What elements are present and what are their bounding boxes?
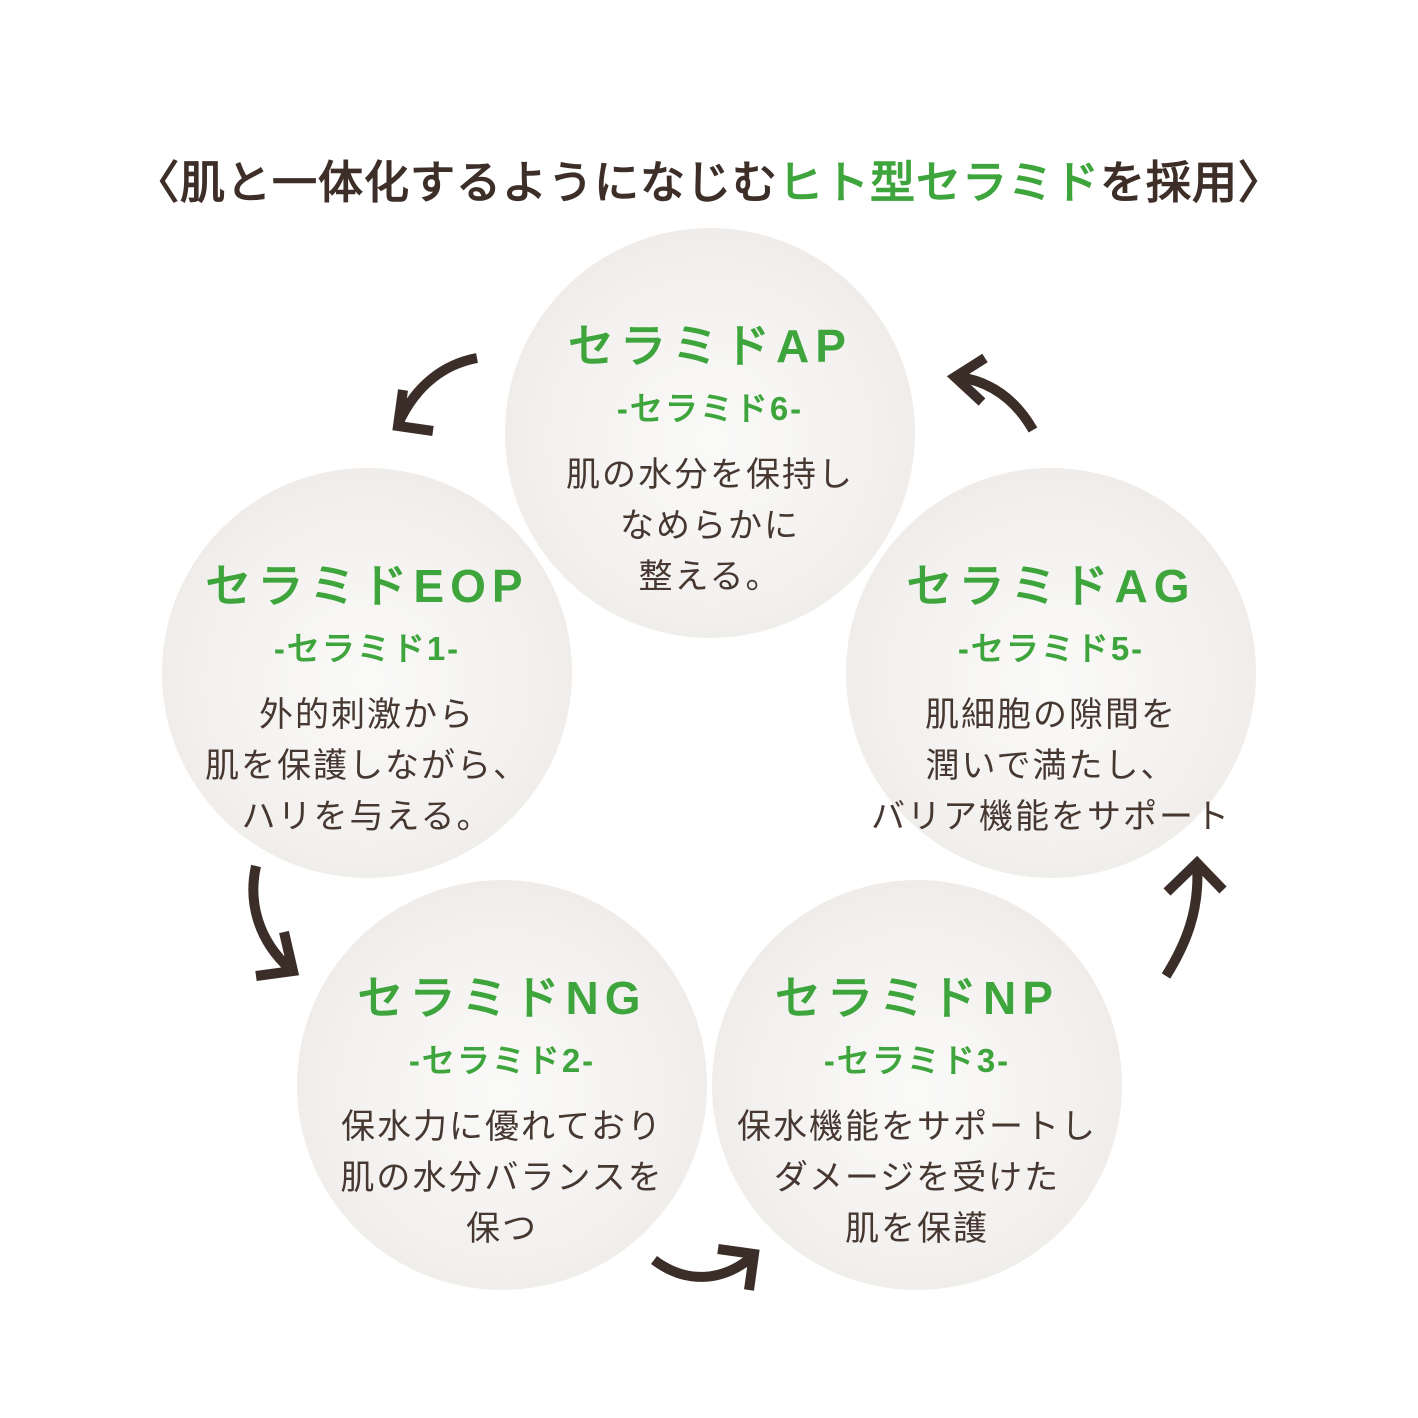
ceramide-alias: -セラミド3- <box>823 1042 1011 1079</box>
ceramide-circle-ag: セラミドAG -セラミド5- 肌細胞の隙間を 潤いで満たし、 バリア機能をサポー… <box>846 468 1256 878</box>
ceramide-description: 外的刺激から 肌を保護しながら、 ハリを与える。 <box>205 696 529 836</box>
curved-arrow-ap-to-eop-icon <box>383 348 483 438</box>
ceramide-circle-np: セラミドNP -セラミド3- 保水機能をサポートし ダメージを受けた 肌を保護 <box>712 880 1122 1290</box>
curved-arrow-np-to-ag-icon <box>1150 852 1230 987</box>
ceramide-circle-eop: セラミドEOP -セラミド1- 外的刺激から 肌を保護しながら、 ハリを与える。 <box>162 468 572 878</box>
ceramide-description: 肌細胞の隙間を 潤いで満たし、 バリア機能をサポート <box>871 696 1231 836</box>
ceramide-alias: -セラミド6- <box>616 390 804 427</box>
ceramide-circle-ng: セラミドNG -セラミド2- 保水力に優れており 肌の水分バランスを 保つ <box>297 880 707 1290</box>
curved-arrow-ag-to-ap-icon <box>945 350 1040 435</box>
title-prefix: 〈肌と一体化するようになじむ <box>133 157 778 208</box>
title-suffix: を採用〉 <box>1100 157 1285 208</box>
ceramide-alias: -セラミド5- <box>957 630 1145 667</box>
ceramide-name: セラミドEOP <box>205 560 529 612</box>
ceramide-alias: -セラミド1- <box>273 630 461 667</box>
ceramide-circle-ap: セラミドAP -セラミド6- 肌の水分を保持し なめらかに 整える。 <box>505 228 915 638</box>
ceramide-description: 保水力に優れており 肌の水分バランスを 保つ <box>340 1108 664 1248</box>
page-title: 〈肌と一体化するようになじむヒト型セラミドを採用〉 <box>0 146 1418 211</box>
ceramide-name: セラミドNG <box>357 972 647 1024</box>
ceramide-alias: -セラミド2- <box>408 1042 596 1079</box>
ceramide-description: 肌の水分を保持し なめらかに 整える。 <box>566 456 854 596</box>
ceramide-name: セラミドNP <box>775 972 1059 1024</box>
ceramide-name: セラミドAP <box>568 320 852 372</box>
title-highlight: ヒト型セラミド <box>777 157 1100 208</box>
ceramide-name: セラミドAG <box>906 560 1196 612</box>
curved-arrow-eop-to-ng-icon <box>220 860 310 985</box>
curved-arrow-ng-to-np-icon <box>648 1242 768 1302</box>
ceramide-description: 保水機能をサポートし ダメージを受けた 肌を保護 <box>737 1108 1097 1248</box>
